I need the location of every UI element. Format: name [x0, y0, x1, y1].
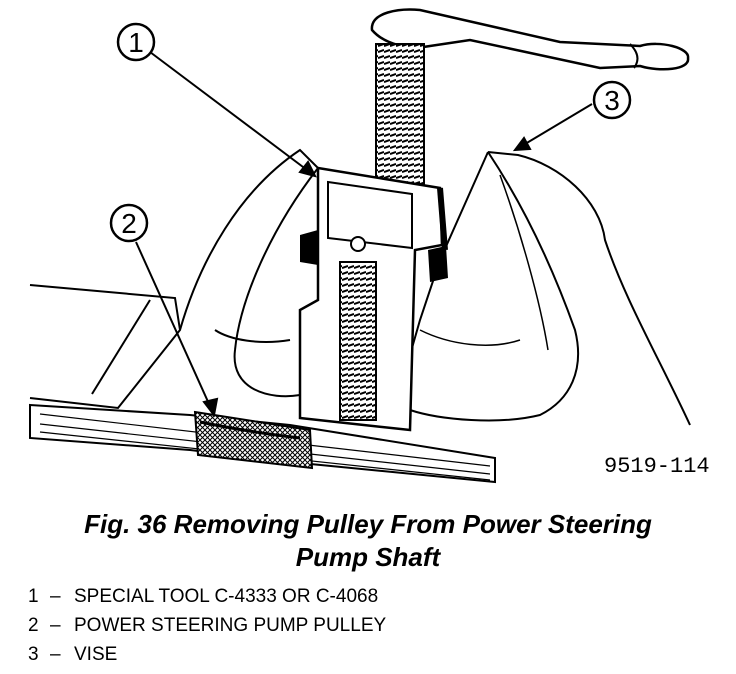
- callout-3-number: 3: [604, 85, 620, 116]
- figure-code: 9519-114: [604, 454, 710, 479]
- legend-item-number: 1: [28, 586, 39, 607]
- callout-2: 2: [109, 203, 149, 243]
- callout-1: 1: [116, 22, 156, 62]
- legend-list: 1–SPECIAL TOOL C-4333 OR C-4068 2–POWER …: [28, 582, 386, 669]
- legend-item-dash: –: [50, 615, 61, 636]
- pump-body: [29, 148, 320, 410]
- caption-line-2: Pump Shaft: [295, 542, 441, 572]
- pulley-removal-illustration: 1 2 3: [29, 8, 691, 484]
- legend-item-text: SPECIAL TOOL C-4333 OR C-4068: [74, 586, 379, 607]
- legend-item: 1–SPECIAL TOOL C-4333 OR C-4068: [28, 582, 386, 611]
- callout-2-number: 2: [121, 208, 137, 239]
- legend-item-dash: –: [50, 586, 61, 607]
- legend-item-number: 3: [28, 644, 39, 665]
- leader-lines: [135, 51, 593, 418]
- callout-1-number: 1: [128, 27, 144, 58]
- legend-item-text: POWER STEERING PUMP PULLEY: [74, 615, 387, 636]
- caption-line-1: Fig. 36 Removing Pulley From Power Steer…: [84, 509, 652, 539]
- puller-tool: [298, 8, 690, 432]
- legend-item: 2–POWER STEERING PUMP PULLEY: [28, 611, 386, 640]
- figure-caption: Fig. 36 Removing Pulley From Power Steer…: [0, 508, 736, 574]
- legend-item-text: VISE: [74, 644, 118, 665]
- leader-3: [514, 103, 593, 151]
- leader-1: [149, 51, 316, 177]
- legend-item: 3–VISE: [28, 640, 386, 669]
- legend-item-number: 2: [28, 615, 39, 636]
- callout-3: 3: [592, 80, 632, 120]
- leader-2: [135, 241, 215, 416]
- pulley: [29, 403, 496, 484]
- legend-item-dash: –: [50, 644, 61, 665]
- vise-jaw: [409, 151, 691, 426]
